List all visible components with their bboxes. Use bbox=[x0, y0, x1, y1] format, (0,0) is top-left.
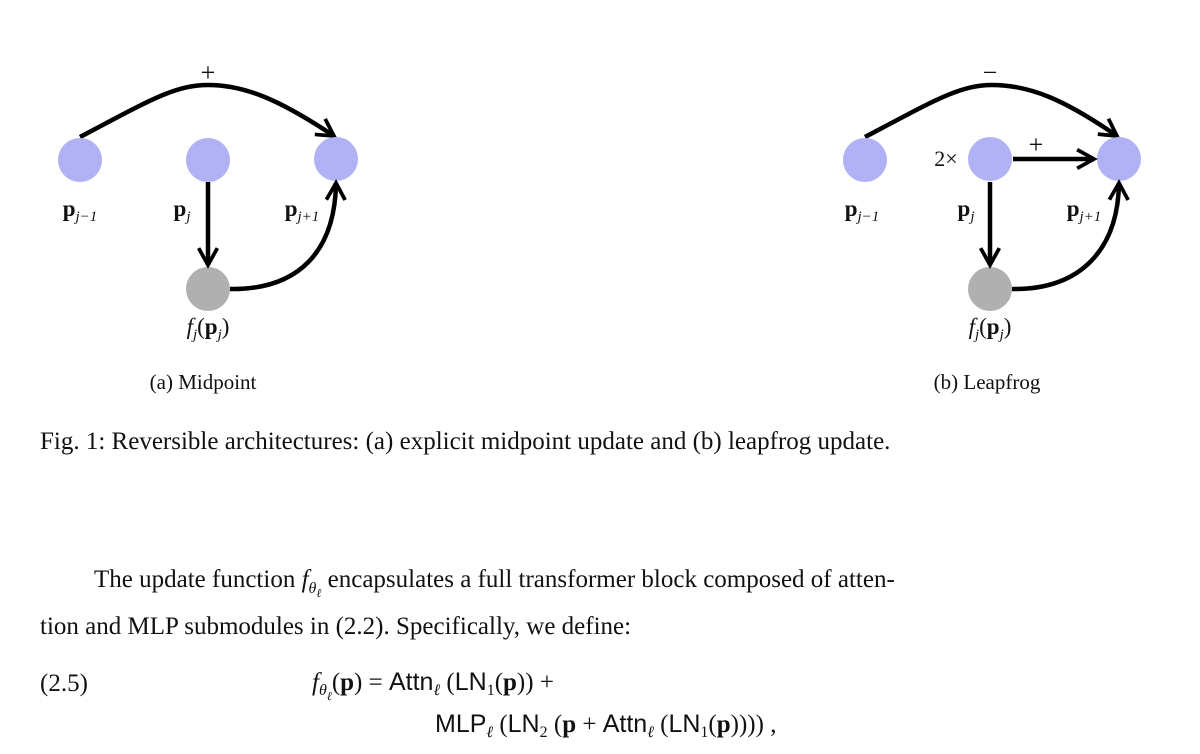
plus-op-label: + bbox=[1028, 130, 1044, 159]
plus-op-label: + bbox=[200, 58, 216, 87]
node-p-j bbox=[968, 137, 1012, 181]
figure-caption: Fig. 1: Reversible architectures: (a) ex… bbox=[40, 428, 891, 455]
panel-b-caption: (b) Leapfrog bbox=[933, 370, 1041, 394]
label-p-j: pj bbox=[173, 196, 191, 225]
equation-line-1: fθℓ(p) = Attnℓ (LN1(p)) + bbox=[312, 668, 554, 704]
paragraph-text: encapsulates a full transformer block co… bbox=[321, 566, 895, 593]
node-p-j bbox=[186, 138, 230, 182]
f-theta-p-symbol: fθℓ(p) bbox=[312, 669, 369, 703]
label-f-j: fj(pj) bbox=[968, 314, 1012, 343]
node-p-j-plus-1 bbox=[1097, 137, 1141, 181]
panel-a-diagram bbox=[58, 82, 358, 311]
label-p-j-plus-1: pj+1 bbox=[1066, 196, 1102, 225]
label-p-j-minus-1: pj−1 bbox=[62, 196, 98, 225]
skip-arc-edge bbox=[78, 82, 334, 139]
equation-line-2: MLPℓ (LN2 (p + Attnℓ (LN1(p)))) , bbox=[435, 710, 776, 742]
panel-b-diagram bbox=[843, 82, 1141, 311]
body-paragraph: The update function fθℓ encapsulates a f… bbox=[40, 563, 1160, 643]
minus-op-label: − bbox=[982, 58, 998, 87]
node-p-j-plus-1 bbox=[314, 137, 358, 181]
paragraph-text: tion and MLP submodules in (2.2). Specif… bbox=[40, 613, 632, 641]
node-f-j bbox=[968, 267, 1012, 311]
equation-line-1-rhs: = Attnℓ (LN1(p)) + bbox=[368, 668, 554, 699]
label-f-j: fj(pj) bbox=[186, 314, 230, 343]
label-p-j: pj bbox=[957, 196, 975, 225]
node-f-j bbox=[186, 267, 230, 311]
node-p-j-minus-1 bbox=[58, 138, 102, 182]
skip-arc-edge bbox=[863, 82, 1117, 139]
scale-2x-label: 2× bbox=[934, 146, 958, 171]
edge-f-to-pj1 bbox=[229, 183, 336, 292]
label-p-j-plus-1: pj+1 bbox=[284, 196, 320, 225]
paragraph-text: The update function bbox=[94, 566, 302, 593]
edge-f-to-pj1 bbox=[1011, 183, 1119, 292]
label-p-j-minus-1: pj−1 bbox=[844, 196, 880, 225]
node-p-j-minus-1 bbox=[843, 138, 887, 182]
equation-number: (2.5) bbox=[40, 670, 88, 697]
equation-line-2-text: MLPℓ (LN2 (p + Attnℓ (LN1(p)))) , bbox=[435, 710, 777, 741]
f-theta-symbol: fθℓ bbox=[301, 566, 322, 601]
panel-a-caption: (a) Midpoint bbox=[149, 370, 257, 394]
figure-diagrams bbox=[58, 82, 1141, 311]
